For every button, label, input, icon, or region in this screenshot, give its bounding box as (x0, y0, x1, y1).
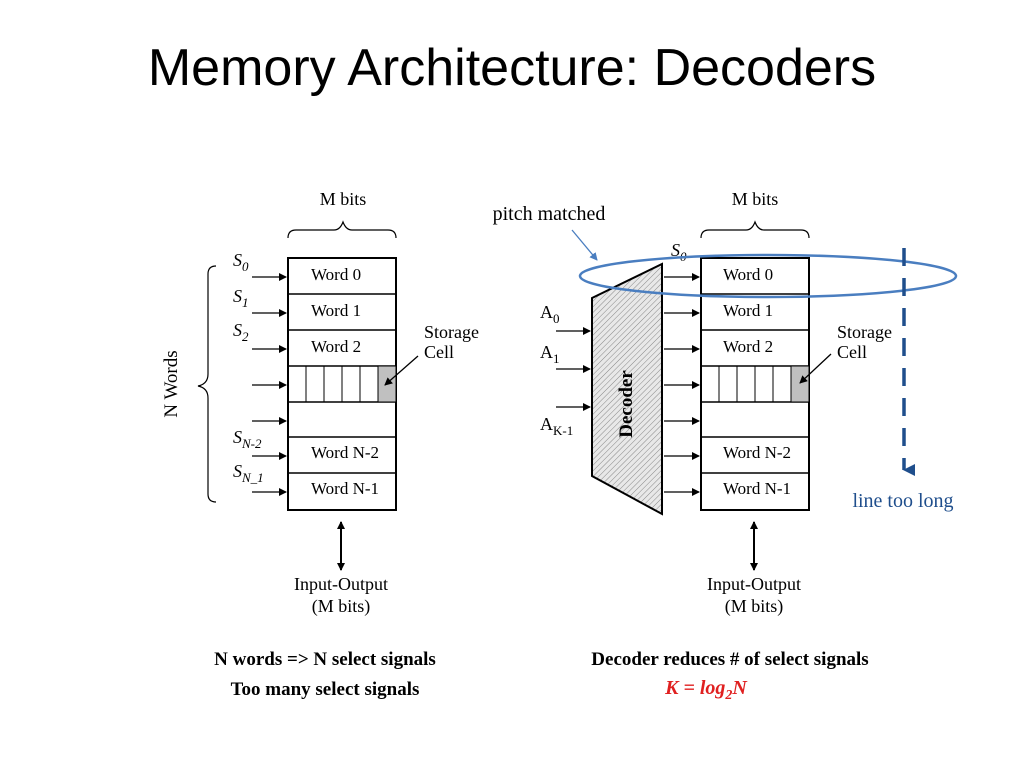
right-storage-cell (790, 365, 810, 403)
left-select-sn-1: SN_1 (233, 461, 264, 485)
right-word-n-1: Word N-1 (723, 479, 791, 498)
left-caption-2: Too many select signals (231, 679, 420, 700)
right-decoder-diagram: M bits pitch matched Decoder A0 A1 AK-1 … (493, 189, 958, 703)
address-a0: A0 (540, 302, 560, 326)
decoder-label: Decoder (616, 370, 637, 438)
left-select-sn-2: SN-2 (233, 427, 262, 451)
formula-k-log2n: K = log2N (664, 677, 748, 703)
address-a1: A1 (540, 342, 560, 366)
left-word-1: Word 1 (311, 301, 361, 320)
right-storage-cell-label-2: Cell (837, 342, 867, 362)
left-word-n-2: Word N-2 (311, 443, 379, 462)
right-word-2: Word 2 (723, 337, 773, 356)
left-io-bits: (M bits) (312, 596, 371, 617)
right-word-n-2: Word N-2 (723, 443, 791, 462)
right-io-label: Input-Output (707, 574, 801, 594)
left-storage-cell-label-2: Cell (424, 342, 454, 362)
right-storage-cell-label-1: Storage (837, 322, 892, 342)
left-m-bits-brace (287, 220, 397, 239)
right-io-bits: (M bits) (725, 596, 784, 617)
pitch-matched-arrow (571, 229, 598, 261)
right-word-0: Word 0 (723, 265, 773, 284)
left-word-2: Word 2 (311, 337, 361, 356)
right-m-bits-label: M bits (732, 189, 779, 209)
left-word-n-1: Word N-1 (311, 479, 379, 498)
pitch-matched-label: pitch matched (493, 203, 606, 225)
left-m-bits-label: M bits (320, 189, 367, 209)
address-ak-1: AK-1 (540, 414, 573, 438)
right-caption: Decoder reduces # of select signals (591, 649, 868, 670)
line-too-long-label: line too long (852, 490, 953, 512)
pitch-matched-ellipse (578, 253, 958, 299)
left-storage-cell-label-1: Storage (424, 322, 479, 342)
right-m-bits-brace (700, 220, 810, 239)
left-select-s1: S1 (233, 286, 249, 310)
left-caption-1: N words => N select signals (214, 649, 436, 670)
slide-title: Memory Architecture: Decoders (147, 39, 877, 97)
left-word-0: Word 0 (311, 265, 361, 284)
right-select-s0: S0 (671, 240, 687, 264)
right-word-1: Word 1 (723, 301, 773, 320)
left-memory-diagram: M bits N Words Word 0 Word 1 Word 2 Word… (161, 189, 479, 700)
left-select-s0: S0 (233, 250, 249, 274)
decoder-block (591, 262, 663, 516)
left-n-words-brace (197, 265, 217, 503)
left-n-words-label: N Words (161, 350, 182, 417)
left-select-s2: S2 (233, 320, 249, 344)
left-io-label: Input-Output (294, 574, 388, 594)
